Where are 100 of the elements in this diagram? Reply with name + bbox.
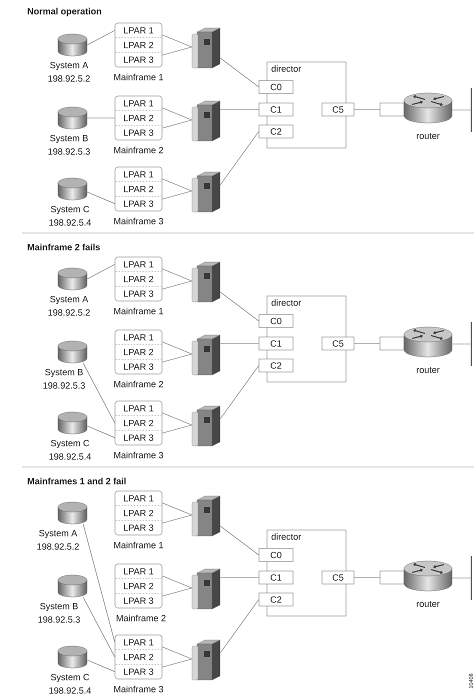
partition-box xyxy=(114,96,162,140)
router-icon xyxy=(404,92,452,124)
disk-icon xyxy=(58,340,88,364)
system-name: System B xyxy=(40,602,78,612)
port-box: C2 xyxy=(258,358,294,372)
connection-line xyxy=(220,599,260,654)
ip-address: 198.92.5.4 xyxy=(49,453,91,460)
port-box: C0 xyxy=(258,314,294,328)
mainframe-name: Mainframe 1 xyxy=(114,308,164,314)
partition-cell: LPAR 1 xyxy=(124,100,154,106)
connection-line xyxy=(162,424,192,434)
partition-cell: LPAR 3 xyxy=(115,52,162,63)
partition-cell: LPAR 2 xyxy=(115,110,162,122)
panel-heading: Mainframes 1 and 2 fail xyxy=(28,478,126,484)
partition-cell: LPAR 2 xyxy=(115,37,162,48)
partition-cell: LPAR 2 xyxy=(115,271,162,282)
mainframe-icon xyxy=(192,496,220,536)
connection-line xyxy=(220,577,260,578)
port-box: C2 xyxy=(258,124,294,138)
connection-line xyxy=(162,280,192,290)
partition-cell: LPAR 3 xyxy=(115,196,162,207)
connection-line xyxy=(162,646,192,660)
mainframe-icon xyxy=(192,172,220,212)
system-name: System C xyxy=(50,674,90,682)
system-name: System B xyxy=(50,134,88,144)
mainframe-name: Mainframe 2 xyxy=(114,380,164,388)
disk-icon xyxy=(58,34,88,56)
disk-icon xyxy=(58,574,88,598)
partition-cell: LPAR 1 xyxy=(124,405,154,412)
mainframe-name: Mainframe 2 xyxy=(114,146,164,154)
mainframe-icon xyxy=(192,640,220,680)
connection-line xyxy=(162,120,192,128)
interface-box xyxy=(380,336,404,350)
device-caption: router xyxy=(416,601,440,607)
partition-cell: LPAR 1 xyxy=(124,261,154,268)
connection-line xyxy=(162,342,192,354)
mainframe-name: Mainframe 3 xyxy=(114,452,164,458)
mainframe-icon xyxy=(192,334,220,376)
connection-line xyxy=(82,362,116,424)
partition-box xyxy=(114,490,162,536)
system-name: System A xyxy=(50,62,88,70)
panel-heading: Normal operation xyxy=(28,8,102,16)
partition-cell: LPAR 1 xyxy=(124,334,154,340)
port-box: C1 xyxy=(258,570,294,584)
ip-address: 198.92.5.2 xyxy=(48,309,90,316)
connection-line xyxy=(162,514,192,524)
device-caption: router xyxy=(416,367,440,373)
system-name: System B xyxy=(45,368,83,378)
partition-cell: LPAR 1 xyxy=(124,171,154,178)
partition-box xyxy=(114,22,162,68)
partition-cell: LPAR 2 xyxy=(115,181,162,192)
partition-cell: LPAR 3 xyxy=(115,286,162,297)
port-box: C1 xyxy=(258,336,294,350)
ip-address: 198.92.5.3 xyxy=(38,616,80,623)
partition-cell: LPAR 2 xyxy=(115,649,162,660)
mainframe-name: Mainframe 1 xyxy=(114,74,164,80)
connection-line xyxy=(162,190,192,200)
mainframe-name: Mainframe 3 xyxy=(114,218,164,224)
connection-line xyxy=(82,524,116,643)
port-box: C0 xyxy=(258,80,294,94)
mainframe-icon xyxy=(192,406,220,446)
connection-line xyxy=(220,526,260,556)
connection-line xyxy=(220,365,260,420)
mainframe-icon xyxy=(192,568,220,610)
disk-icon xyxy=(58,268,88,290)
partition-cell: LPAR 1 xyxy=(124,495,154,502)
connection-line xyxy=(220,109,260,110)
disk-icon xyxy=(58,646,88,668)
connection-line xyxy=(354,343,380,344)
mainframe-icon xyxy=(192,262,220,302)
port-box: C5 xyxy=(322,102,354,116)
ip-address: 198.92.5.4 xyxy=(49,219,91,226)
partition-cell: LPAR 3 xyxy=(115,125,162,136)
port-box: C0 xyxy=(258,548,294,562)
partition-cell: LPAR 2 xyxy=(115,344,162,356)
system-name: System A xyxy=(39,530,78,538)
port-box: C2 xyxy=(258,592,294,606)
port-box: C5 xyxy=(322,570,354,584)
partition-box xyxy=(114,256,162,302)
connection-line xyxy=(162,502,192,516)
partition-box xyxy=(114,634,162,680)
connection-line xyxy=(86,660,116,672)
connection-line xyxy=(86,30,116,46)
ip-address: 198.92.5.2 xyxy=(48,75,90,82)
connection-line xyxy=(162,108,192,120)
ip-address: 198.92.5.3 xyxy=(43,382,85,389)
partition-cell: LPAR 3 xyxy=(115,593,162,604)
connection-line xyxy=(162,658,192,668)
connection-line xyxy=(162,178,192,192)
ip-address: 198.92.5.2 xyxy=(37,543,79,550)
port-box: C5 xyxy=(322,336,354,350)
mainframe-name: Mainframe 2 xyxy=(116,614,166,622)
partition-cell: LPAR 1 xyxy=(124,27,154,34)
partition-box xyxy=(114,330,162,374)
ip-address: 198.92.5.3 xyxy=(48,148,90,155)
partition-cell: LPAR 3 xyxy=(115,430,162,441)
connection-line xyxy=(162,268,192,282)
connection-line xyxy=(82,596,116,658)
connection-line xyxy=(354,109,380,110)
partition-cell: LPAR 3 xyxy=(115,359,162,370)
